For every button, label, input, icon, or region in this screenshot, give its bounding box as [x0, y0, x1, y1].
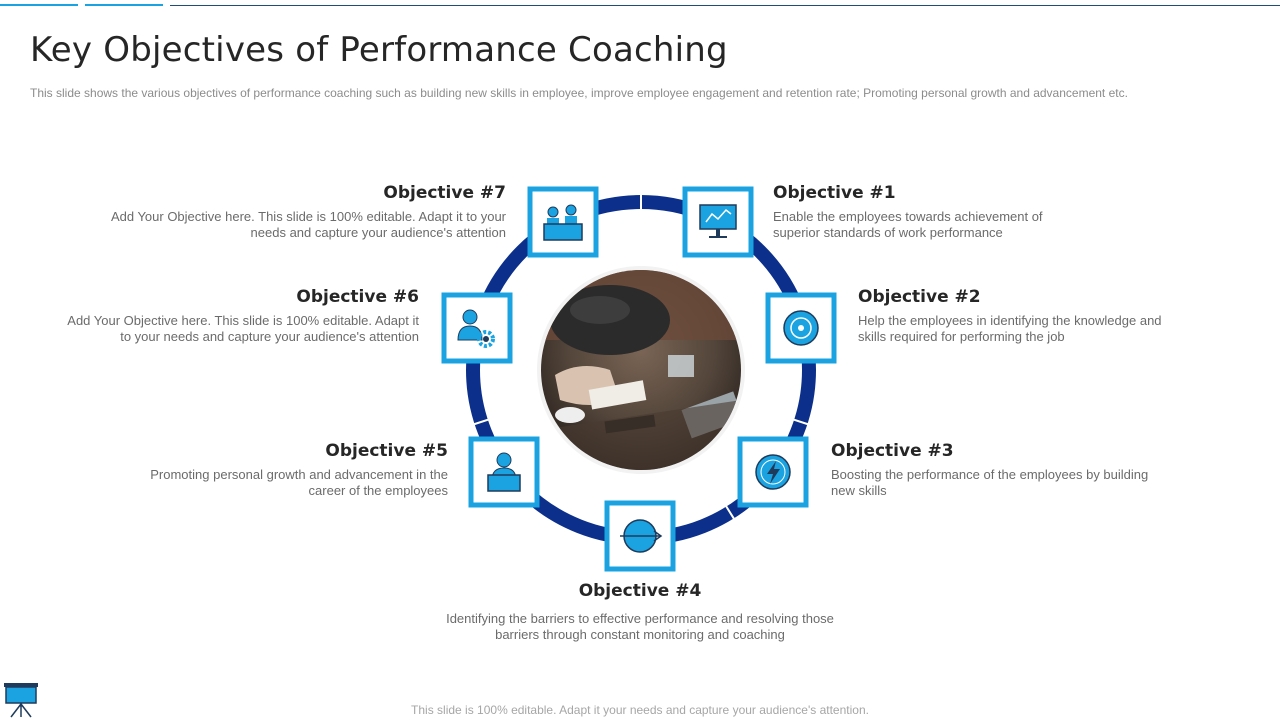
monitor-chart-icon [699, 204, 737, 238]
arrow-circle-icon [620, 519, 663, 553]
icon-box-objective-1 [682, 186, 754, 258]
person-laptop-icon [487, 452, 521, 492]
objective-1: Objective #1 Enable the employees toward… [773, 183, 1063, 241]
icon-box-objective-7 [527, 186, 599, 258]
objective-description: Enable the employees towards achievement… [773, 209, 1043, 240]
icon-box-objective-5 [468, 436, 540, 508]
objective-2: Objective #2 Help the employees in ident… [858, 287, 1178, 345]
objective-title: Objective #2 [858, 287, 981, 307]
footer-note: This slide is 100% editable. Adapt it yo… [411, 703, 869, 717]
page-subtitle: This slide shows the various objectives … [30, 86, 1128, 100]
icon-box-objective-3 [737, 436, 809, 508]
objective-title: Objective #5 [325, 441, 448, 461]
top-accent-line [0, 4, 1280, 6]
target-icon [783, 310, 819, 346]
presentation-board-icon[interactable] [3, 682, 39, 718]
objective-6: Objective #6 Add Your Objective here. Th… [59, 287, 419, 345]
icon-box-objective-6 [441, 292, 513, 364]
objective-description: Identifying the barriers to effective pe… [446, 611, 834, 642]
ring-separator [790, 417, 811, 426]
person-gear-icon [457, 309, 495, 348]
objective-description: Boosting the performance of the employee… [831, 467, 1149, 498]
page-title: Key Objectives of Performance Coaching [30, 30, 728, 70]
objective-5: Objective #5 Promoting personal growth a… [138, 441, 448, 499]
accent-segment [85, 4, 163, 6]
objective-description: Promoting personal growth and advancemen… [150, 467, 448, 498]
objective-title: Objective #7 [383, 183, 506, 203]
objective-4: Objective #4 Identifying the barriers to… [430, 581, 850, 643]
icon-box-objective-4 [604, 500, 676, 572]
objective-title: Objective #1 [773, 183, 896, 203]
people-desk-icon [543, 204, 583, 241]
objective-description: Add Your Objective here. This slide is 1… [110, 209, 506, 240]
icon-box-objective-2 [765, 292, 837, 364]
ring-separator [723, 503, 737, 522]
objective-description: Add Your Objective here. This slide is 1… [67, 313, 419, 344]
lightning-icon [755, 454, 791, 490]
objective-3: Objective #3 Boosting the performance of… [831, 441, 1161, 499]
objective-description: Help the employees in identifying the kn… [858, 313, 1162, 344]
objective-title: Objective #4 [578, 581, 702, 601]
objective-title: Objective #6 [296, 287, 419, 307]
objective-7: Objective #7 Add Your Objective here. Th… [90, 183, 506, 241]
accent-segment [0, 4, 78, 6]
divider-line [170, 5, 1280, 6]
objective-title: Objective #3 [831, 441, 954, 461]
ring-separator [471, 417, 492, 426]
